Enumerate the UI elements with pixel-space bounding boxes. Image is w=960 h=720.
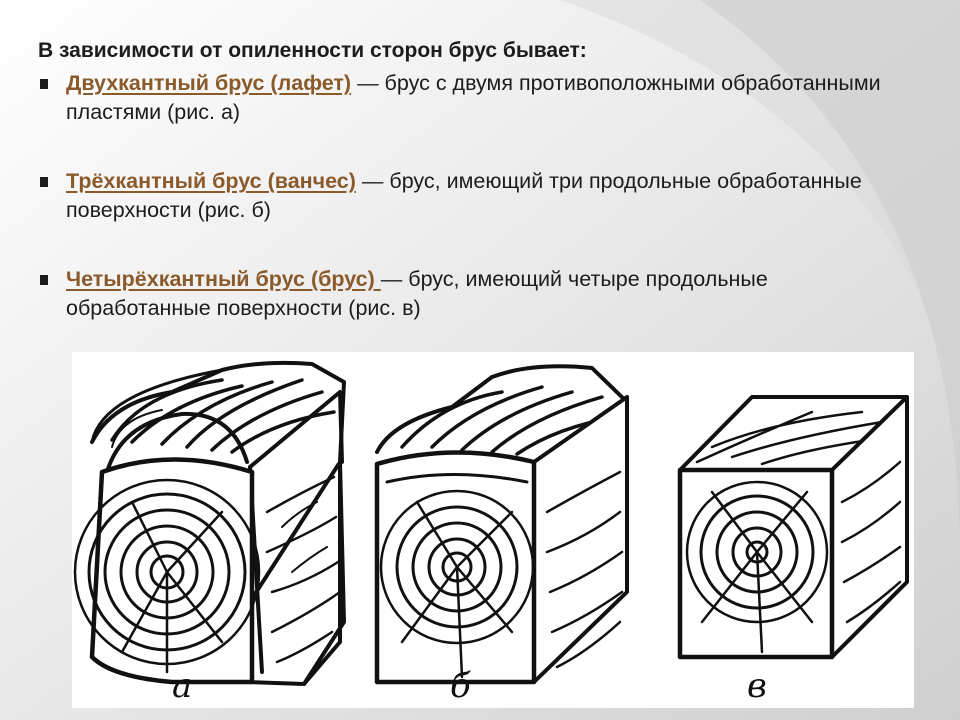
beam-two-sided-drawing: а: [73, 360, 350, 706]
caption-c: в: [747, 666, 767, 706]
text-block: В зависимости от опиленности сторон брус…: [38, 38, 918, 323]
heading: В зависимости от опиленности сторон брус…: [38, 39, 587, 62]
definition: — брус, имеющий три продольные обработан…: [66, 169, 862, 222]
term-link[interactable]: Трёхкантный брус (ванчес): [66, 169, 356, 193]
definition-list: Двухкантный брус (лафет) — брус с двумя …: [38, 69, 918, 323]
beam-three-sided-drawing: б: [374, 364, 629, 706]
bullet-icon: [40, 79, 48, 89]
definition: — брус с двумя противоположными обработа…: [66, 71, 881, 124]
list-item: Двухкантный брус (лафет) — брус с двумя …: [38, 69, 918, 127]
list-item: Четырёхкантный брус (брус) — брус, имеющ…: [38, 265, 918, 323]
bullet-icon: [40, 275, 48, 285]
definition: — брус, имеющий четыре продольные обрабо…: [66, 267, 768, 320]
caption-a: а: [172, 666, 192, 706]
caption-b: б: [450, 666, 471, 706]
list-item: Трёхкантный брус (ванчес) — брус, имеющи…: [38, 167, 918, 225]
term-link[interactable]: Двухкантный брус (лафет): [66, 71, 352, 95]
timber-figure: а б: [72, 352, 914, 708]
bullet-icon: [40, 177, 48, 187]
beam-four-sided-drawing: в: [677, 395, 909, 706]
term-link[interactable]: Четырёхкантный брус (брус): [66, 267, 381, 291]
